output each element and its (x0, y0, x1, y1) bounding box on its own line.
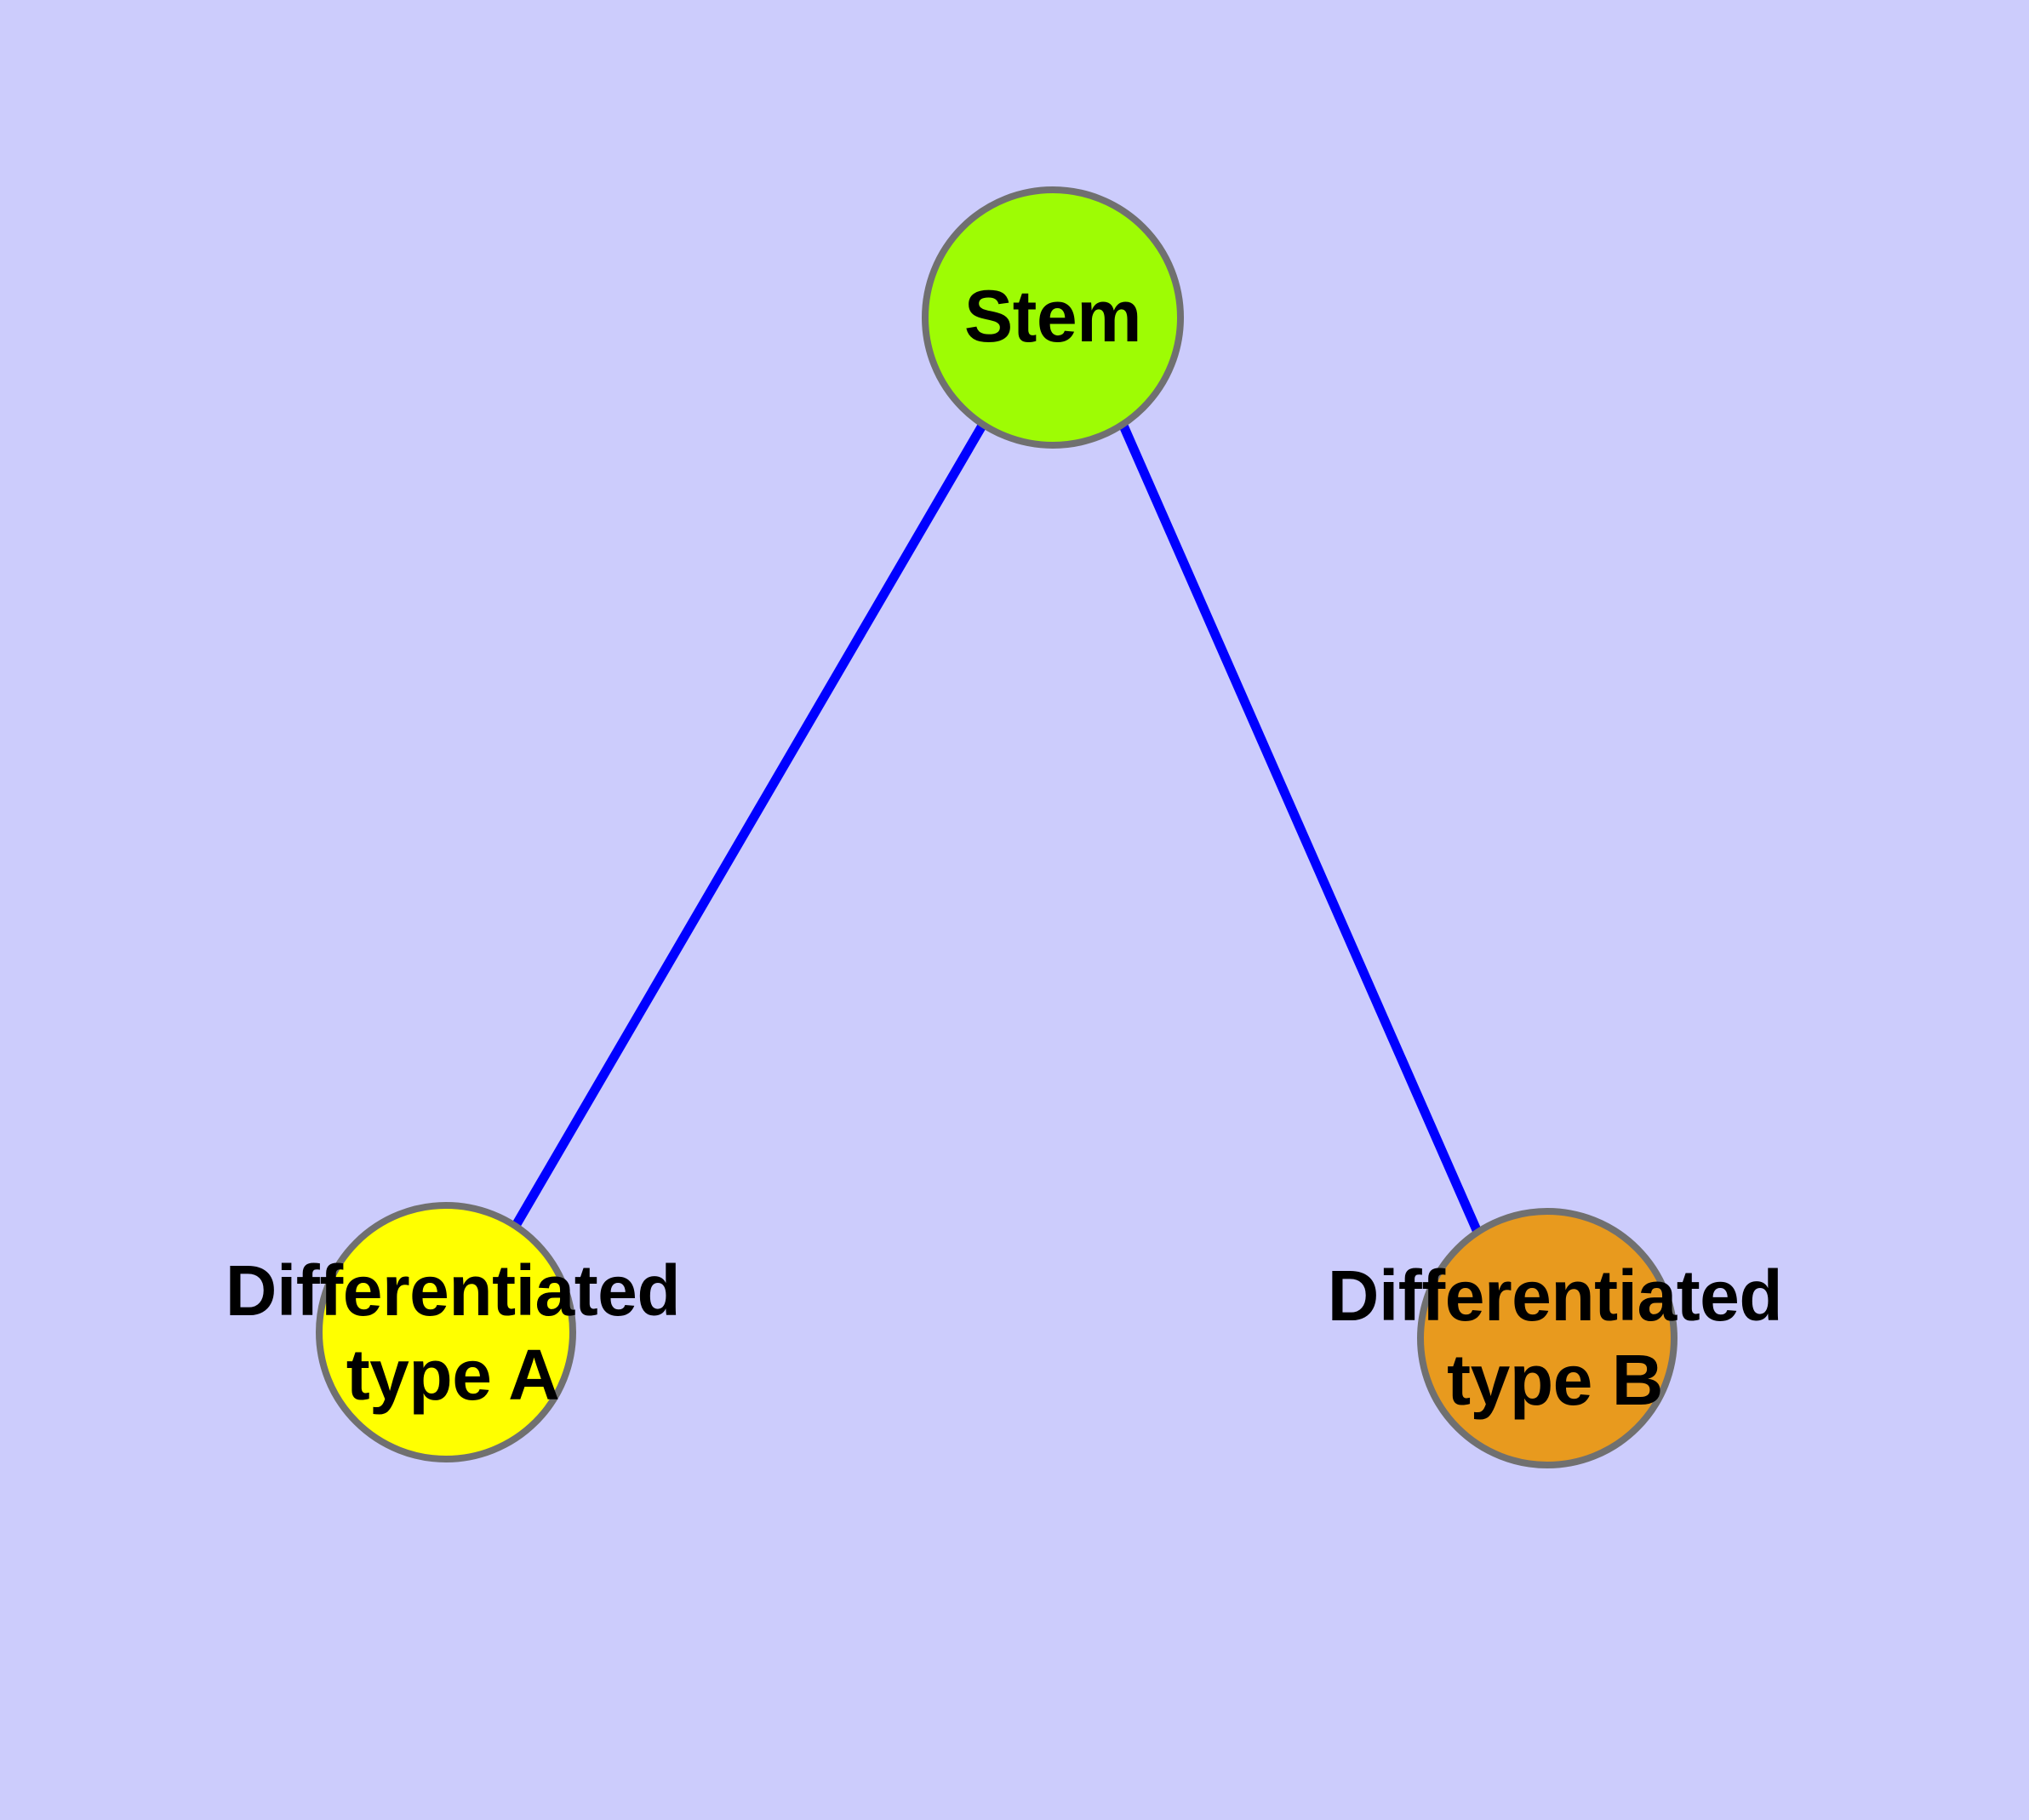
edge-stem-to-type-a (512, 423, 986, 1227)
node-stem[interactable] (922, 186, 1184, 449)
node-label-stem: Stem (963, 276, 1142, 358)
node-label-differentiated-type-b: Differentiated type B (1327, 1256, 1783, 1421)
edge-stem-to-type-b (1118, 423, 1482, 1233)
node-differentiated-type-b[interactable] (1417, 1208, 1677, 1468)
node-label-differentiated-type-a: Differentiated type A (225, 1251, 681, 1416)
node-differentiated-type-a[interactable] (316, 1202, 576, 1462)
